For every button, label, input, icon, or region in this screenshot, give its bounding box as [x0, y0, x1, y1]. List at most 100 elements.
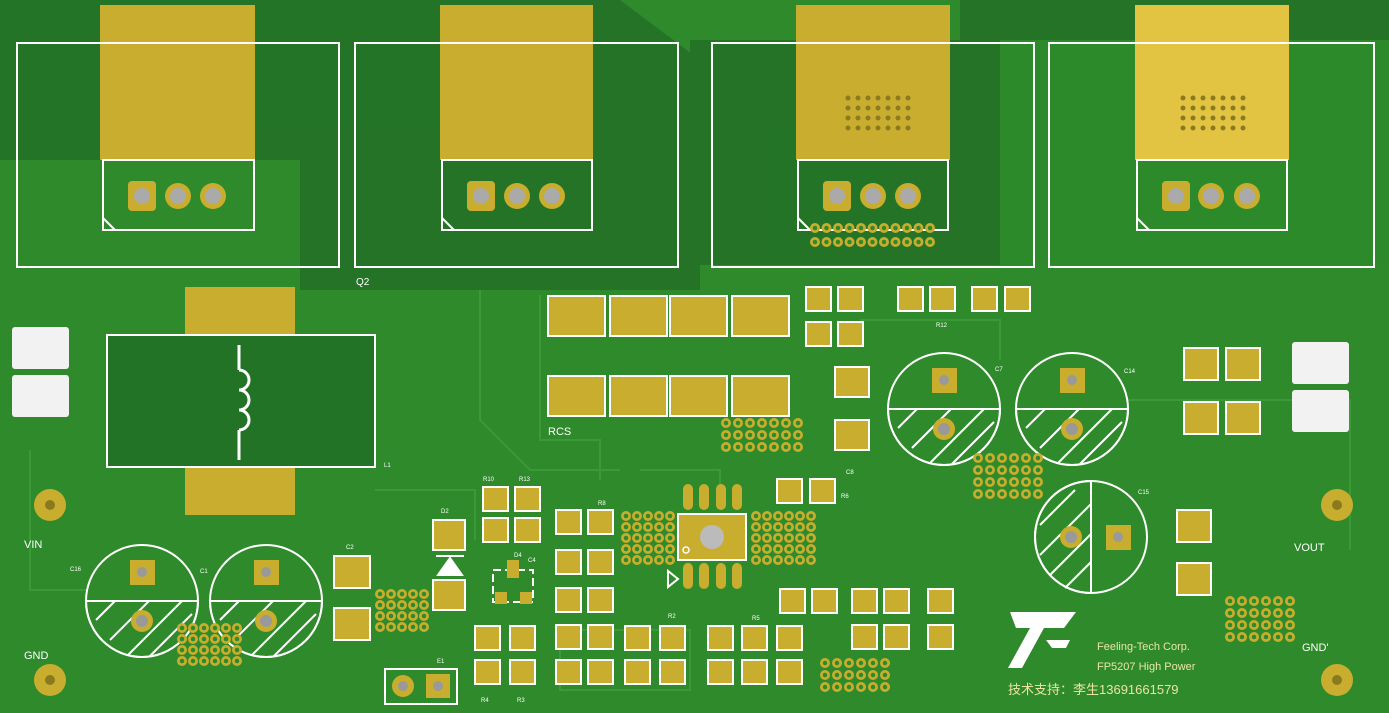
via	[1220, 105, 1226, 111]
r6-label: R6	[841, 494, 849, 500]
via-hole	[822, 684, 828, 690]
q2-footprint	[354, 5, 679, 268]
diode-symbol-icon	[436, 555, 464, 576]
via-hole	[223, 658, 229, 664]
via-hole	[882, 684, 888, 690]
via-hole	[904, 239, 910, 245]
via-hole	[1011, 491, 1017, 497]
via-clusters	[177, 418, 1295, 692]
via	[1220, 115, 1226, 121]
via-hole	[735, 444, 741, 450]
via	[895, 95, 901, 101]
via	[865, 105, 871, 111]
via	[1190, 125, 1196, 131]
via-hole	[795, 444, 801, 450]
c4-label: C4	[528, 558, 536, 564]
via-hole	[645, 557, 651, 563]
via-hole	[771, 432, 777, 438]
vout-label: VOUT	[1294, 542, 1325, 554]
via-hole	[1011, 467, 1017, 473]
via	[885, 125, 891, 131]
via-hole	[775, 535, 781, 541]
via-hole	[916, 239, 921, 245]
via-hole	[812, 225, 818, 231]
via-hole	[1035, 491, 1041, 497]
via-hole	[1011, 479, 1017, 485]
cap-c7	[886, 352, 1002, 466]
via-hole	[1275, 610, 1281, 616]
via-hole	[623, 524, 629, 530]
via-hole	[786, 513, 792, 519]
via-hole	[808, 535, 814, 541]
via-hole	[377, 591, 383, 597]
cap-c15	[1034, 479, 1148, 595]
via-hole	[846, 684, 852, 690]
via-hole	[1227, 610, 1233, 616]
q1-footprint	[16, 5, 340, 268]
via-hole	[1227, 622, 1233, 628]
output-terminal-pads	[1292, 342, 1349, 432]
via-hole	[179, 636, 185, 642]
via-hole	[881, 225, 887, 231]
via-hole	[388, 591, 394, 597]
via-hole	[179, 625, 185, 631]
e1-connector	[384, 668, 458, 705]
via	[895, 115, 901, 121]
via-hole	[999, 479, 1005, 485]
via-hole	[212, 647, 218, 653]
via-hole	[797, 513, 803, 519]
via-hole	[764, 524, 770, 530]
via-hole	[808, 546, 814, 552]
c15-label: C15	[1138, 490, 1150, 496]
gnd-right-label: GND'	[1302, 642, 1329, 654]
via-hole	[399, 624, 405, 630]
via-hole	[775, 513, 781, 519]
via-hole	[234, 625, 240, 631]
r13-label: R13	[519, 477, 531, 483]
brand-product: FP5207 High Power	[1097, 661, 1196, 673]
via-hole	[835, 225, 841, 231]
via	[855, 95, 861, 101]
c8-label: C8	[846, 470, 854, 476]
via	[1240, 115, 1246, 121]
via-hole	[764, 513, 770, 519]
via-hole	[190, 658, 196, 664]
d2-footprint	[1048, 5, 1375, 268]
via	[885, 115, 891, 121]
via	[855, 105, 861, 111]
via-hole	[893, 239, 898, 245]
via-hole	[822, 672, 828, 678]
via	[905, 95, 911, 101]
via-hole	[623, 546, 629, 552]
via	[845, 125, 851, 131]
via-hole	[1011, 455, 1017, 461]
via-hole	[1023, 455, 1029, 461]
via-hole	[999, 491, 1005, 497]
via-hole	[212, 636, 218, 642]
via-hole	[667, 513, 673, 519]
via-hole	[987, 491, 993, 497]
via-hole	[783, 432, 789, 438]
via-hole	[645, 535, 651, 541]
via-hole	[1227, 634, 1233, 640]
via-hole	[870, 225, 875, 231]
d4-sot23	[492, 560, 534, 604]
via-hole	[377, 624, 383, 630]
via-hole	[783, 420, 789, 426]
via-hole	[388, 602, 394, 608]
via-hole	[847, 225, 852, 231]
via	[895, 125, 901, 131]
controller-ic	[667, 484, 747, 590]
d2-label: D2	[441, 509, 449, 515]
via-hole	[1251, 598, 1257, 604]
via-hole	[410, 602, 416, 608]
via-hole	[645, 546, 651, 552]
via-hole	[916, 225, 921, 231]
via	[1240, 95, 1246, 101]
via-hole	[377, 602, 383, 608]
via-hole	[1035, 467, 1041, 473]
via-hole	[795, 420, 801, 426]
via-hole	[1251, 634, 1257, 640]
gnd-left-label: GND	[24, 650, 49, 662]
